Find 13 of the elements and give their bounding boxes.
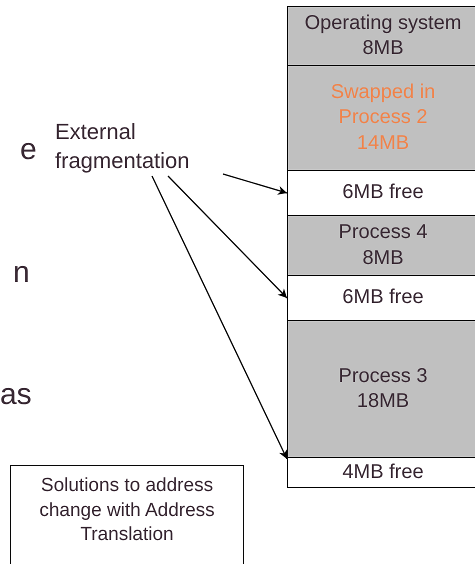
free-memory-block: 4MB free (287, 457, 475, 488)
note-box: Solutions to address change with Address Translation (10, 465, 244, 564)
text-fragment: n (13, 258, 30, 288)
memory-partition: Operating system 8MB (287, 6, 475, 66)
arrow (151, 176, 288, 460)
arrow (222, 173, 288, 195)
arrow (168, 176, 288, 298)
text-fragment: e (20, 135, 37, 165)
memory-partition: Process 4 8MB (287, 215, 475, 276)
callout-label: External fragmentation (55, 118, 223, 176)
text-fragment: as (0, 380, 32, 410)
memory-partition: Process 3 18MB (287, 320, 475, 458)
memory-partition: Swapped in Process 2 14MB (287, 65, 475, 171)
